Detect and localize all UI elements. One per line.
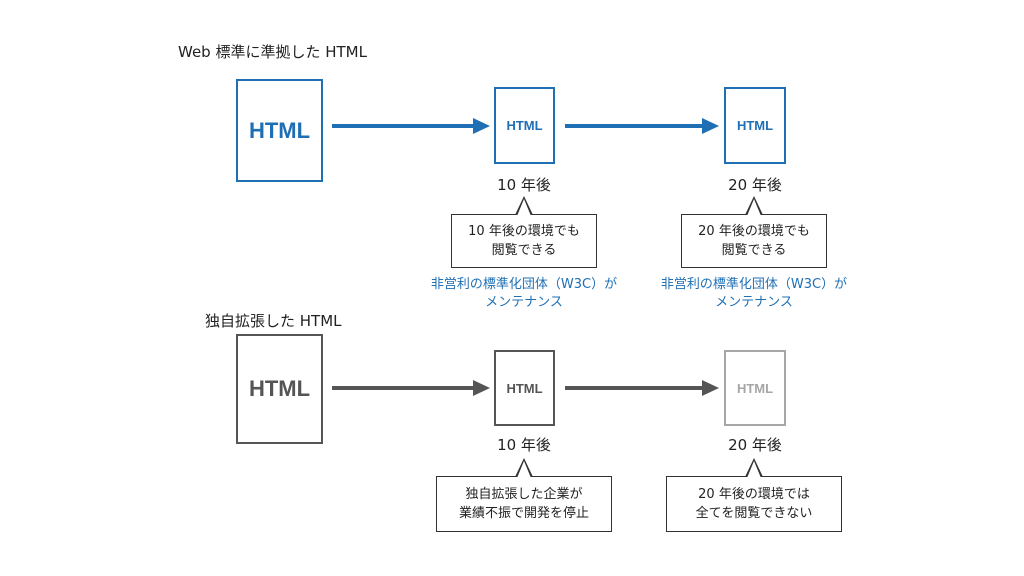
note-line: 非営利の標準化団体（W3C）が — [430, 277, 618, 292]
bubble-line: 業績不振で開発を停止 — [458, 506, 589, 521]
bubble-line: 20 年後の環境では — [698, 487, 810, 502]
bubble-line: 独自拡張した企業が — [465, 487, 583, 502]
standard-bubble-10-years: 10 年後の環境でも 閲覧できる — [451, 196, 597, 268]
standard-label-10-years: 10 年後 — [497, 176, 551, 194]
proprietary-html-20-years-document: HTML — [724, 350, 786, 426]
note-line: 非営利の標準化団体（W3C）が — [660, 277, 848, 292]
bubble-line: 閲覧できる — [491, 243, 557, 258]
proprietary-section-title: 独自拡張した HTML — [205, 312, 342, 330]
standard-note-10-years: 非営利の標準化団体（W3C）が メンテナンス — [414, 276, 634, 312]
proprietary-html-10-years-document: HTML — [494, 350, 555, 426]
standard-arrow-1 — [332, 118, 490, 134]
standard-section-title: Web 標準に準拠した HTML — [178, 43, 367, 61]
standard-html-10-years-document: HTML — [494, 87, 555, 164]
note-line: メンテナンス — [485, 295, 563, 310]
standard-html-document: HTML — [236, 79, 323, 182]
note-line: メンテナンス — [715, 295, 793, 310]
proprietary-bubble-20-years: 20 年後の環境では 全てを閲覧できない — [666, 458, 842, 532]
standard-bubble-20-years: 20 年後の環境でも 閲覧できる — [681, 196, 827, 268]
proprietary-label-10-years: 10 年後 — [497, 436, 551, 454]
standard-label-20-years: 20 年後 — [728, 176, 782, 194]
standard-note-20-years: 非営利の標準化団体（W3C）が メンテナンス — [644, 276, 864, 312]
bubble-line: 全てを閲覧できない — [695, 506, 813, 521]
bubble-line: 10 年後の環境でも — [468, 224, 580, 239]
proprietary-arrow-2 — [565, 380, 719, 396]
bubble-line: 20 年後の環境でも — [698, 224, 810, 239]
proprietary-label-20-years: 20 年後 — [728, 436, 782, 454]
proprietary-bubble-10-years: 独自拡張した企業が 業績不振で開発を停止 — [436, 458, 612, 532]
standard-html-20-years-document: HTML — [724, 87, 786, 164]
proprietary-html-document: HTML — [236, 334, 323, 444]
standard-arrow-2 — [565, 118, 719, 134]
bubble-line: 閲覧できる — [721, 243, 787, 258]
proprietary-arrow-1 — [332, 380, 490, 396]
